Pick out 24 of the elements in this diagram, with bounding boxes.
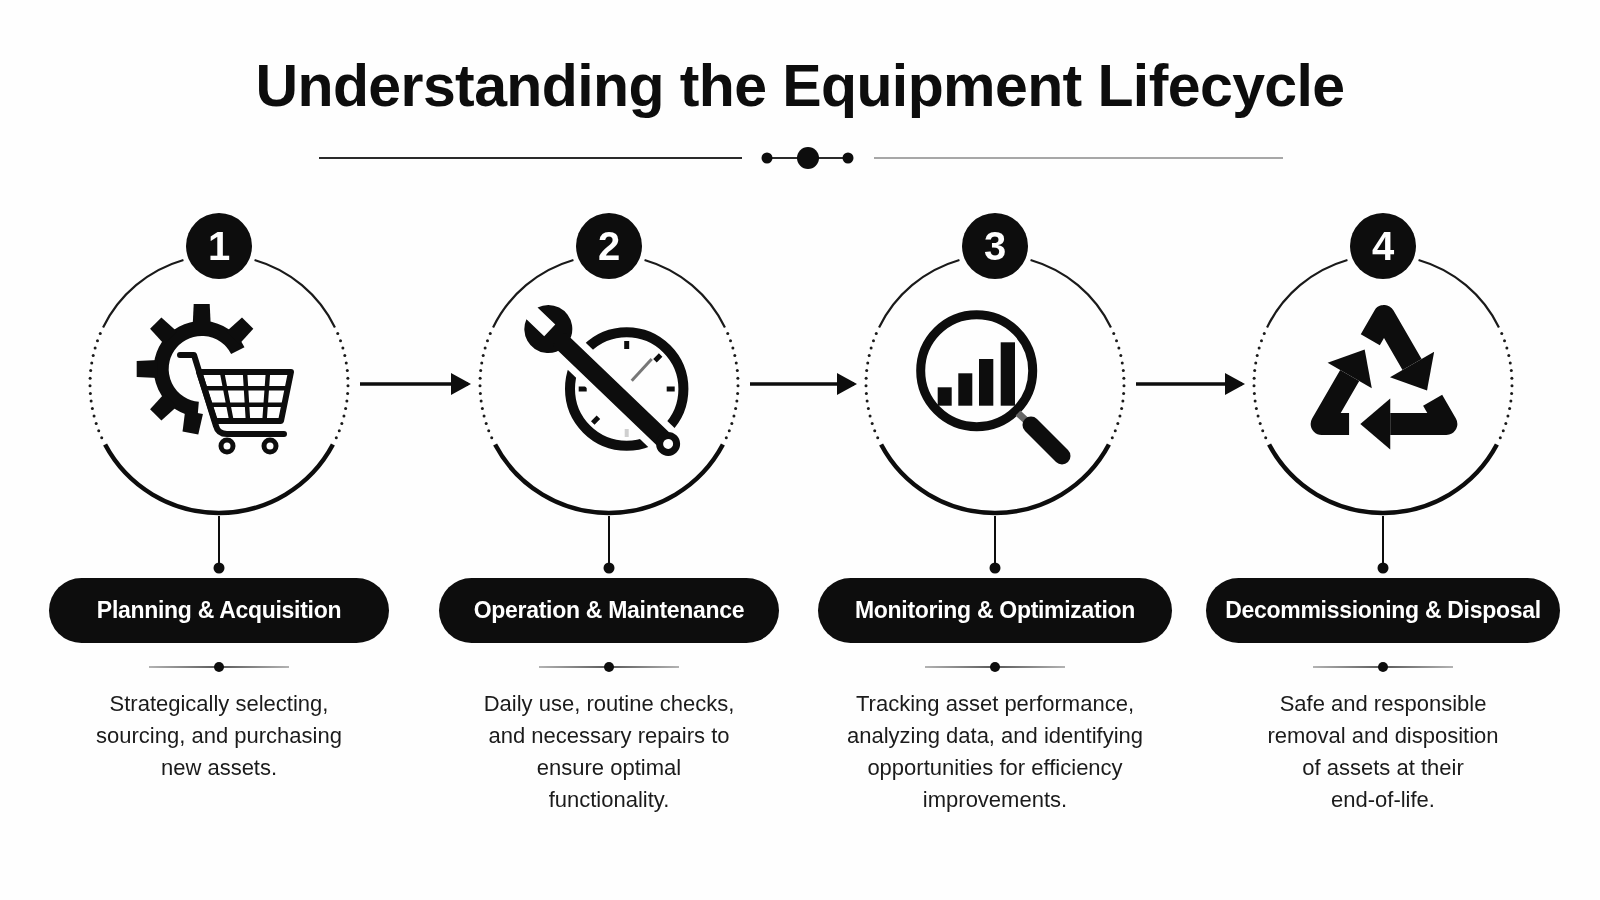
step-number: 3 xyxy=(962,213,1028,279)
stage-circle xyxy=(478,213,740,516)
stage-description: Daily use, routine checks, and necessary repairs to ensure optimal functionality. xyxy=(482,690,736,814)
stage-circle xyxy=(1252,213,1514,516)
stage-circle xyxy=(864,213,1126,516)
stage-description: Strategically selecting, sourcing, and purchasing new assets. xyxy=(95,690,343,782)
connector-line xyxy=(213,515,225,574)
stage-circle xyxy=(88,213,350,516)
arrow xyxy=(360,373,471,395)
stage-description: Tracking asset performance, analyzing data, and identifying opportunities for efficiency improvements. xyxy=(845,690,1145,814)
stage-heading-pill: Monitoring & Optimization xyxy=(818,578,1172,643)
step-number: 1 xyxy=(186,213,252,279)
title: Understanding the Equipment Lifecycle xyxy=(255,52,1345,121)
connector-line xyxy=(1377,515,1389,574)
stage-description: Safe and responsible removal and disposition of assets at their end-of-life. xyxy=(1266,690,1500,814)
connector-line xyxy=(603,515,615,574)
stage-heading-pill: Planning & Acquisition xyxy=(49,578,389,643)
step-number: 2 xyxy=(576,213,642,279)
stage-heading-pill: Operation & Maintenance xyxy=(439,578,779,643)
step-number: 4 xyxy=(1350,213,1416,279)
stage-heading-pill: Decommissioning & Disposal xyxy=(1206,578,1560,643)
arrow xyxy=(1136,373,1245,395)
connector-line xyxy=(989,515,1001,574)
arrow xyxy=(750,373,857,395)
